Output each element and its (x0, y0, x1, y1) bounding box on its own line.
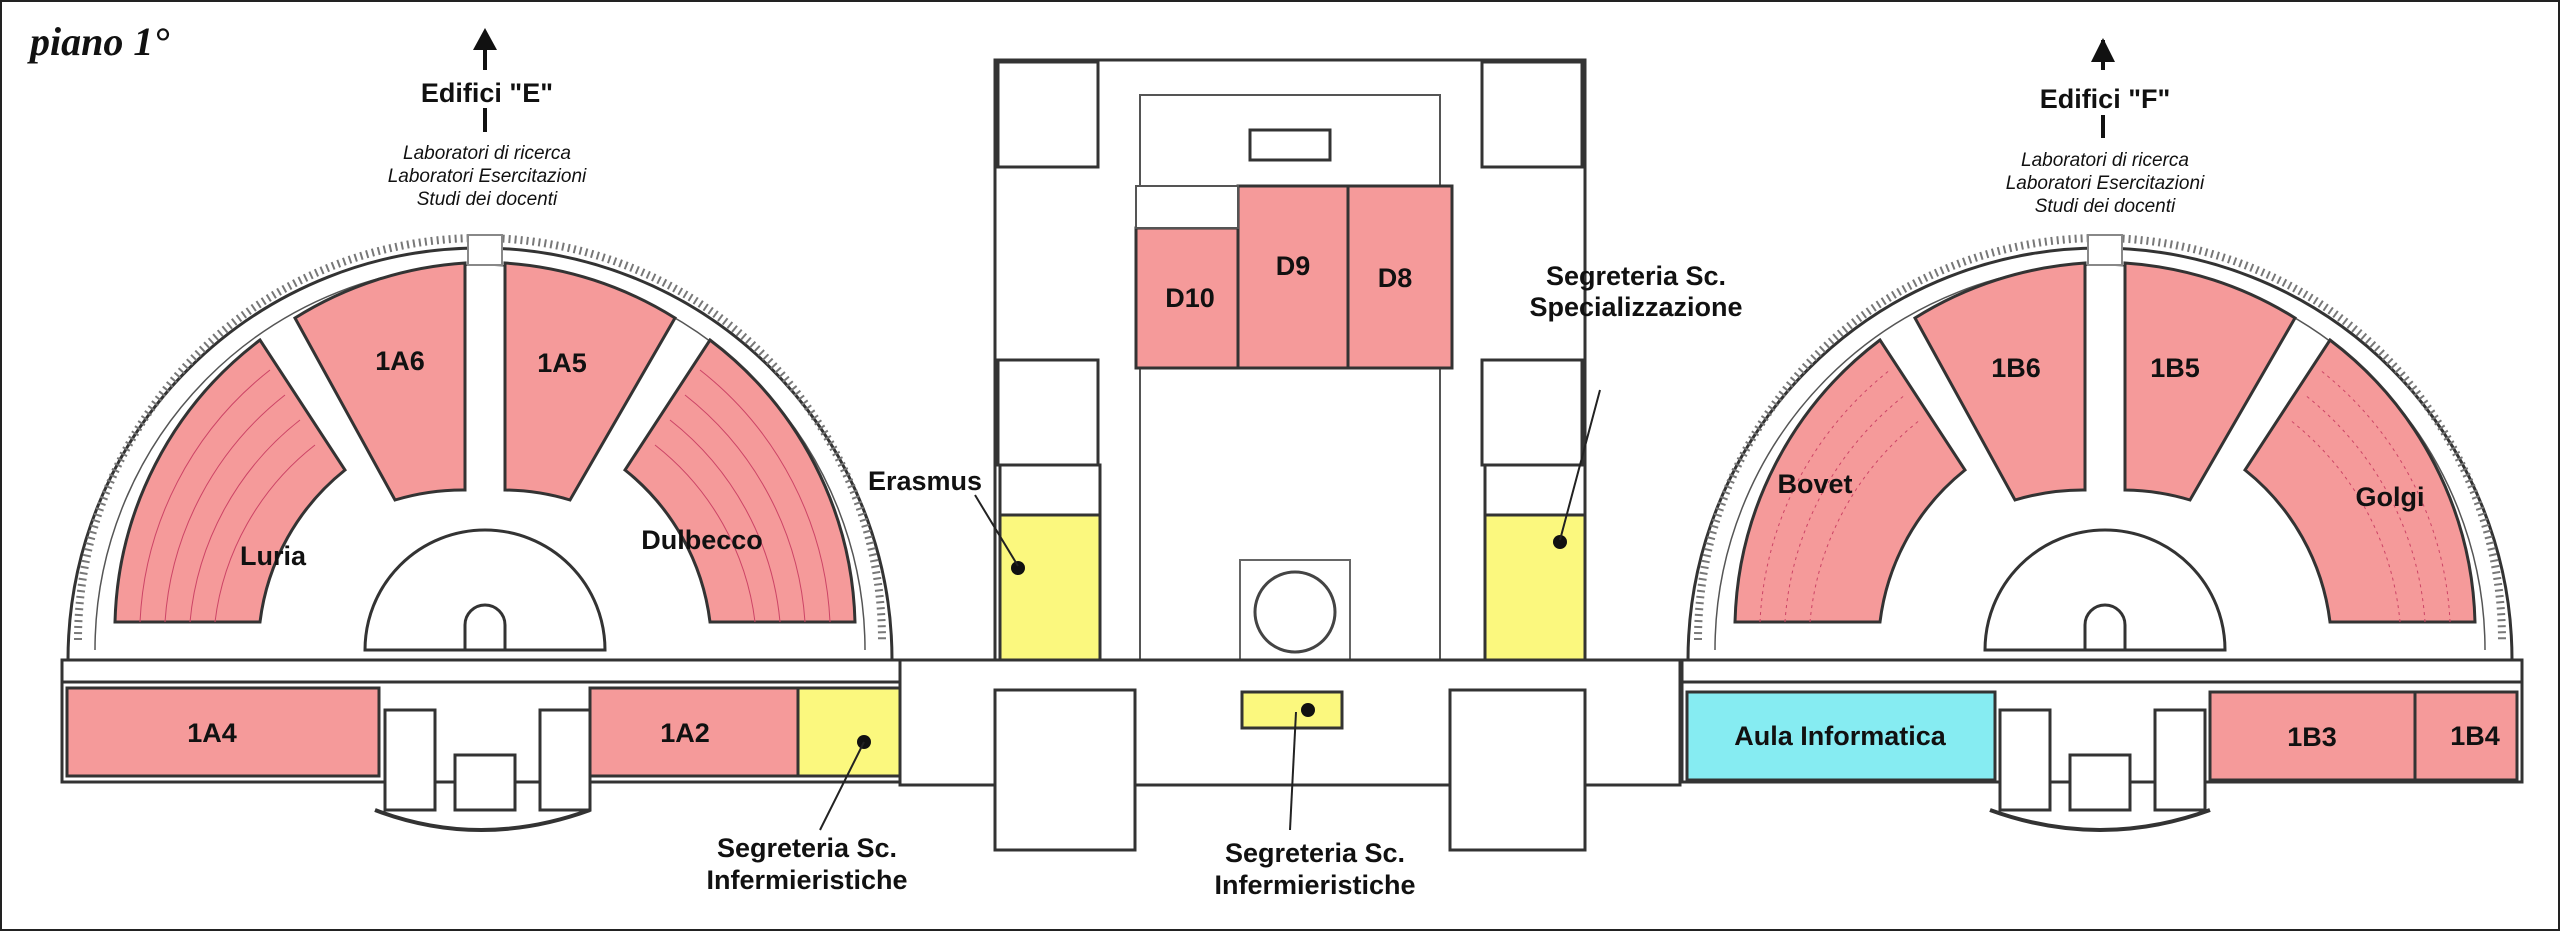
arrow-to-building-e (473, 28, 497, 132)
central-lift (1248, 128, 1332, 162)
stair-tower-e (1480, 358, 1584, 467)
office-infermieristiche-left (796, 686, 902, 778)
label-infermieristiche-left-1: Segreteria Sc. (717, 833, 897, 863)
room-1B6 (1913, 261, 2087, 502)
central-block (898, 58, 1682, 852)
label-1A2: 1A2 (660, 718, 710, 748)
central-lower-wing-w (993, 688, 1137, 852)
label-1A5: 1A5 (537, 348, 587, 378)
central-stair-ring (1253, 570, 1337, 654)
left-atrium-stair (463, 603, 507, 652)
left-seating-rows (139, 369, 831, 623)
room-1A4 (65, 686, 381, 778)
central-toilets-e (1483, 463, 1587, 517)
label-bovet: Bovet (1777, 469, 1852, 499)
left-toilets-b (538, 708, 592, 812)
central-toilets-w (998, 463, 1102, 517)
office-mid-marker (1301, 703, 1315, 717)
label-dulbecco: Dulbecco (641, 525, 763, 555)
right-wing (1680, 234, 2524, 832)
office-infermieristiche-mid (1240, 690, 1344, 730)
specializzazione-marker (1553, 535, 1567, 549)
room-dulbecco (622, 337, 857, 624)
right-lower-curve (1989, 808, 2211, 832)
building-e-line-3: Studi dei docenti (417, 189, 558, 210)
label-specializzazione-1: Segreteria Sc. (1546, 261, 1726, 291)
right-corridor-north (2087, 234, 2123, 266)
office-erasmus (998, 513, 1102, 665)
label-specializzazione-2: Specializzazione (1529, 292, 1742, 322)
label-infermieristiche-mid-2: Infermieristiche (1214, 870, 1415, 900)
room-D8 (1346, 184, 1454, 370)
label-D8: D8 (1378, 263, 1413, 293)
right-corridor (1680, 658, 2524, 684)
building-f-title: Edifici "F" (2040, 84, 2171, 114)
room-bovet (1733, 337, 1968, 624)
room-1B5 (2123, 261, 2298, 502)
label-1B4: 1B4 (2450, 721, 2500, 751)
right-atrium (1983, 528, 2227, 652)
left-stairwell (453, 753, 517, 812)
label-infermieristiche-left-2: Infermieristiche (706, 865, 907, 895)
label-1A4: 1A4 (187, 718, 237, 748)
label-1A6: 1A6 (375, 346, 425, 376)
room-1B4 (2413, 690, 2519, 782)
label-infermieristiche-mid-1: Segreteria Sc. (1225, 838, 1405, 868)
room-1B3 (2208, 690, 2417, 782)
floor-label: piano 1° (27, 19, 169, 64)
label-1B6: 1B6 (1991, 353, 2041, 383)
label-luria: Luria (240, 541, 307, 571)
left-toilets-a (383, 708, 437, 812)
right-seating-rows (1759, 369, 2451, 623)
building-e-line-1: Laboratori di ricerca (403, 143, 571, 164)
label-D9: D9 (1276, 251, 1311, 281)
right-toilets-a (1998, 708, 2052, 812)
building-f-line-1: Laboratori di ricerca (2021, 150, 2189, 171)
room-1A5 (503, 261, 678, 502)
right-atrium-stair (2083, 603, 2127, 652)
building-f-line-3: Studi dei docenti (2035, 196, 2176, 217)
stair-tower-nw (996, 60, 1100, 169)
central-lower-wing-e (1448, 688, 1587, 852)
stair-tower-w (996, 358, 1100, 467)
office-specializzazione (1483, 513, 1587, 665)
building-f-line-2: Laboratori Esercitazioni (2006, 173, 2205, 194)
label-aula-informatica: Aula Informatica (1734, 721, 1947, 751)
right-toilets-b (2153, 708, 2207, 812)
left-atrium (363, 528, 607, 652)
central-service-room (1135, 185, 1239, 229)
label-erasmus: Erasmus (868, 466, 982, 496)
right-stairwell (2068, 753, 2132, 812)
left-corridor (60, 658, 904, 684)
room-luria (113, 337, 348, 624)
arrow-to-building-f (2091, 38, 2115, 138)
building-e-line-2: Laboratori Esercitazioni (388, 166, 587, 187)
label-1B3: 1B3 (2287, 722, 2337, 752)
left-lower-curve (374, 808, 591, 832)
room-1A6 (293, 261, 467, 502)
erasmus-marker (1011, 561, 1025, 575)
leader-lines (819, 389, 1601, 831)
left-corridor-north (467, 234, 503, 266)
label-1B5: 1B5 (2150, 353, 2200, 383)
room-golgi (2242, 337, 2477, 624)
left-wing (60, 234, 904, 832)
stair-tower-ne (1480, 60, 1584, 169)
label-D10: D10 (1165, 283, 1215, 313)
label-golgi: Golgi (2356, 482, 2425, 512)
room-aula-informatica (1685, 690, 1997, 782)
building-e-title: Edifici "E" (421, 78, 553, 108)
room-D9 (1236, 184, 1350, 370)
